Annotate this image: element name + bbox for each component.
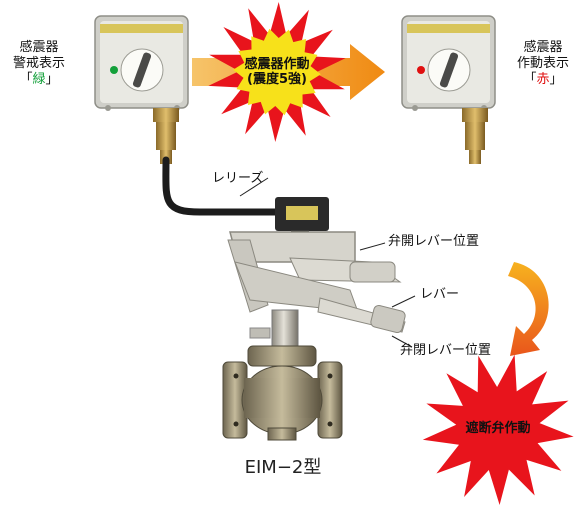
right-bracket-close: 」 — [549, 72, 563, 87]
shutoff-burst-text: 遮断弁作動 — [465, 421, 531, 436]
left-sensor-line2: 警戒表示 — [12, 56, 65, 71]
right-sensor-line2: 作動表示 — [516, 56, 569, 71]
left-status-green: 緑 — [32, 72, 46, 87]
lever-closed-leader — [391, 335, 413, 348]
valve-body — [222, 345, 343, 441]
lever-open-label: 弁開レバー位置 — [388, 234, 480, 249]
lever-motion-arrow — [508, 262, 549, 356]
red-indicator-light — [417, 66, 425, 74]
right-status-red: 赤 — [536, 72, 550, 87]
lever-leader — [391, 295, 416, 308]
earthquake-trigger-burst — [208, 2, 346, 142]
shutoff-valve-burst — [422, 354, 574, 505]
right-sensor-caption: 感震器 作動表示 「赤」 — [508, 40, 578, 88]
release-cable — [162, 156, 279, 216]
model-label: EIM−2型 — [244, 457, 322, 478]
right-sensor-device — [401, 15, 496, 164]
trigger-burst-line1: 感震器作動 — [244, 57, 310, 72]
left-bracket-close: 」 — [45, 72, 59, 87]
valve-lever-assembly — [227, 231, 406, 347]
lever-open-leader — [359, 242, 386, 251]
green-indicator-light — [110, 66, 118, 74]
lever-closed-label: 弁閉レバー位置 — [400, 343, 492, 358]
trigger-burst-text: 感震器作動 (震度5強) — [222, 57, 332, 87]
left-sensor-caption: 感震器 警戒表示 「緑」 — [6, 40, 72, 88]
trigger-burst-line2: (震度5強) — [247, 72, 307, 87]
release-actuator — [275, 197, 329, 242]
left-bracket-open: 「 — [19, 72, 33, 87]
left-sensor-line1: 感震器 — [19, 40, 59, 55]
left-sensor-device — [94, 15, 189, 164]
release-label: レリーズ — [212, 171, 264, 186]
right-sensor-line1: 感震器 — [523, 40, 563, 55]
release-leader-line — [239, 177, 269, 197]
right-bracket-open: 「 — [523, 72, 537, 87]
right-sensor-status-line: 「赤」 — [508, 72, 578, 88]
left-sensor-status-line: 「緑」 — [6, 72, 72, 88]
lever-label: レバー — [420, 287, 460, 302]
